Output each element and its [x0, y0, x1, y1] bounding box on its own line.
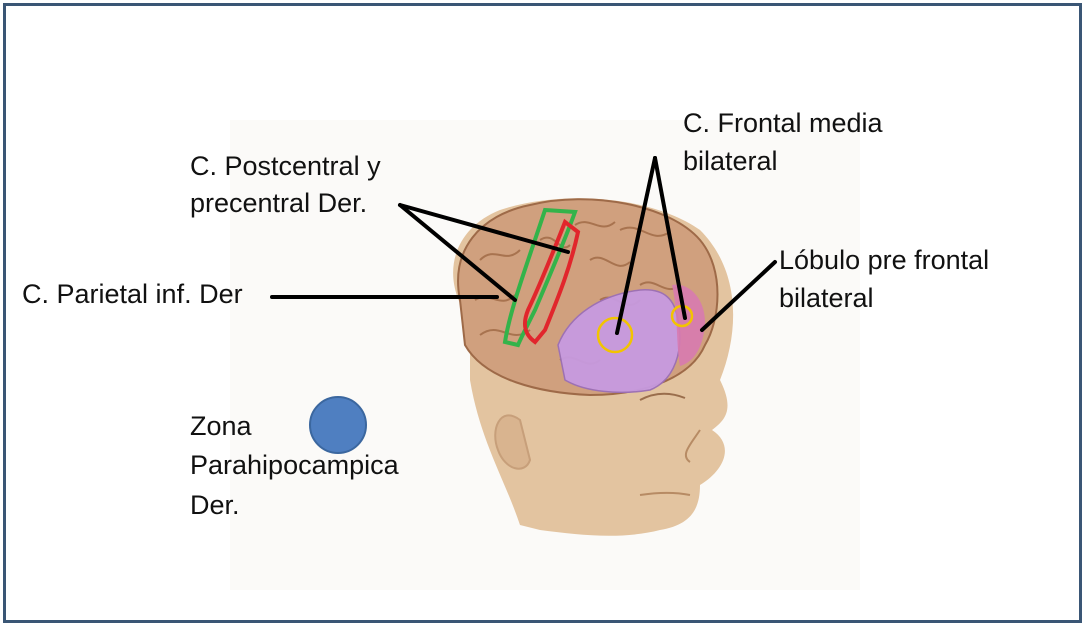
label-parahipocampica-line3: Der.	[190, 489, 240, 522]
label-frontal-media-line1: C. Frontal media	[683, 107, 883, 140]
label-postcentral-line1: C. Postcentral y	[190, 150, 381, 183]
label-parietal: C. Parietal inf. Der	[22, 278, 243, 311]
label-postcentral-line2: precentral Der.	[190, 187, 367, 220]
label-frontal-media-line2: bilateral	[683, 145, 778, 178]
blue-dot-icon	[310, 397, 366, 453]
label-lobulo-line1: Lóbulo pre frontal	[779, 244, 989, 277]
label-parahipocampica-line1: Zona	[190, 410, 252, 443]
label-lobulo-line2: bilateral	[779, 282, 874, 315]
label-parahipocampica-line2: Parahipocampica	[190, 449, 399, 482]
